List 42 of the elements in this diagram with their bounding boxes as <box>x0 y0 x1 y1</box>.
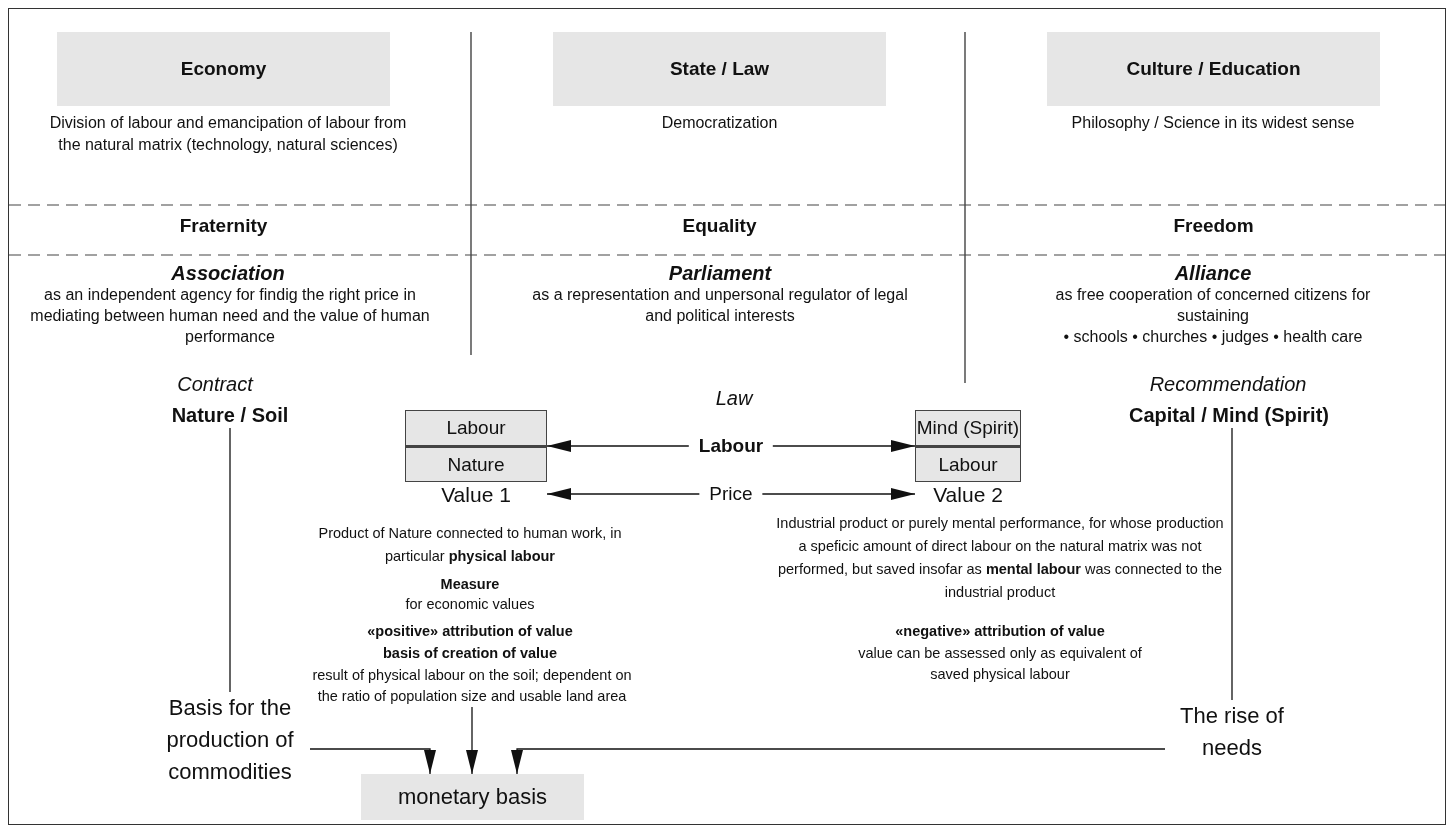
arrow <box>511 748 1166 775</box>
value-cell: Nature <box>405 446 547 482</box>
value-description: Product of Nature connected to human work, in particular physical labour <box>317 524 623 566</box>
institution-heading: Alliance <box>1173 261 1253 285</box>
column-description: Democratization <box>660 113 779 133</box>
institution-description: as a representation and unpersonal regulator of legal and political interests <box>531 285 909 326</box>
value-cell: Labour <box>915 446 1021 482</box>
connector-line <box>1231 427 1233 701</box>
institution-description: as an independent agency for findig the right price in mediating between human need and the value of human performance <box>29 285 431 347</box>
value-caption: Value 1 <box>440 482 512 508</box>
mode-label: Law <box>714 386 755 410</box>
arrow <box>309 748 436 775</box>
principle-heading: Equality <box>681 214 758 238</box>
column-header: Economy <box>57 32 390 106</box>
value-subheading: «positive» attribution of value <box>366 622 574 641</box>
mode-label: Recommendation <box>1148 372 1308 396</box>
basis-box: monetary basis <box>361 774 584 820</box>
institution-list: • schools • churches • judges • health care <box>1013 326 1413 347</box>
value-description: Industrial product or purely mental performance, for whose production a speficic amount of direct labour on the natural matrix was not performed, but saved insofar as mental labour was connected to the industrial product <box>775 514 1225 602</box>
institution-heading: Association <box>170 261 286 285</box>
column-description: Division of labour and emancipation of labour from the natural matrix (technology, natural sciences) <box>48 113 408 155</box>
value-subheading: Measure <box>439 575 501 594</box>
connector-line <box>229 427 231 693</box>
factor-heading: Nature / Soil <box>110 402 350 428</box>
value-cell: Labour <box>405 410 547 446</box>
principle-heading: Freedom <box>1172 214 1255 238</box>
column-header: State / Law <box>553 32 886 106</box>
factor-heading: Capital / Mind (Spirit) <box>1093 402 1365 428</box>
value-caption: Value 2 <box>932 482 1004 508</box>
value-cell: Mind (Spirit) <box>915 410 1021 446</box>
column-description: Philosophy / Science in its widest sense <box>1070 113 1356 133</box>
mode-label: Contract <box>176 372 255 396</box>
column-header: Culture / Education <box>1047 32 1380 106</box>
institution-heading: Parliament <box>667 261 773 285</box>
value-description: value can be assessed only as equivalent of saved physical labour <box>857 644 1143 684</box>
principle-heading: Fraternity <box>178 214 269 238</box>
value-subheading: «negative» attribution of value <box>894 622 1106 641</box>
arrow <box>466 706 478 775</box>
value-subheading: basis of creation of value <box>381 644 559 663</box>
institution-description: as free cooperation of concerned citizens for sustaining <box>1054 285 1372 326</box>
needs-text: The rise of needs <box>1165 700 1299 764</box>
value-description: for economic values <box>404 595 536 614</box>
